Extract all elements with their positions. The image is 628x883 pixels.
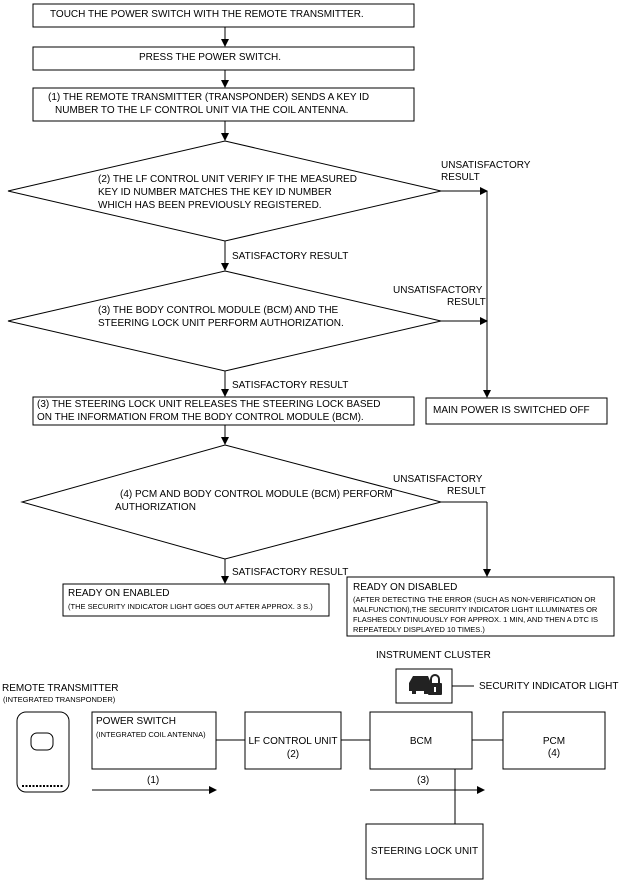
touch-text: TOUCH THE POWER SWITCH WITH THE REMOTE T… <box>50 9 364 20</box>
decision2-text-1: (2) THE LF CONTROL UNIT VERIFY IF THE ME… <box>98 174 357 185</box>
ready-disabled-box <box>346 576 615 637</box>
lf-unit-label: LF CONTROL UNIT <box>248 736 338 747</box>
signal-3-label: (3) <box>417 775 430 786</box>
ready-disabled-title: READY ON DISABLED <box>353 582 458 593</box>
main-power-off-box <box>425 397 608 425</box>
decision4-text-1: (4) PCM AND BODY CONTROL MODULE (BCM) PE… <box>120 489 393 500</box>
main-power-off-text: MAIN POWER IS SWITCHED OFF <box>433 405 590 416</box>
ready-disabled-note-3: FLASHES CONTINUOUSLY FOR APPROX. 1 MIN, … <box>353 615 599 624</box>
unsatisfactory-label-1b: RESULT <box>441 172 480 183</box>
power-switch-label: POWER SWITCH <box>96 716 176 727</box>
remote-label: REMOTE TRANSMITTER <box>2 683 119 694</box>
step1-text-1: (1) THE REMOTE TRANSMITTER (TRANSPONDER)… <box>48 92 370 103</box>
satisfactory-label-3: SATISFACTORY RESULT <box>232 567 349 578</box>
signal-1-label: (1) <box>147 775 160 786</box>
ready-enabled-box <box>62 583 330 617</box>
press-text: PRESS THE POWER SWITCH. <box>139 52 282 63</box>
ready-disabled-note-2: MALFUNCTION),THE SECURITY INDICATOR LIGH… <box>353 605 598 614</box>
decision2-text-3: WHICH HAS BEEN PREVIOUSLY REGISTERED. <box>98 200 322 211</box>
decision2-text-2: KEY ID NUMBER MATCHES THE KEY ID NUMBER <box>98 187 332 198</box>
unsatisfactory-label-1a: UNSATISFACTORY <box>441 160 531 171</box>
remote-sub-label: (INTEGRATED TRANSPONDER) <box>3 695 116 704</box>
security-light-label: SECURITY INDICATOR LIGHT <box>479 681 619 692</box>
decision3-text-2: STEERING LOCK UNIT PERFORM AUTHORIZATION… <box>98 318 344 329</box>
steering-release-text-1: (3) THE STEERING LOCK UNIT RELEASES THE … <box>37 399 381 410</box>
steering-lock-box <box>365 823 484 880</box>
satisfactory-label-1: SATISFACTORY RESULT <box>232 251 349 262</box>
remote-button <box>30 732 54 751</box>
press-box <box>32 46 415 71</box>
decision4-diamond <box>20 444 443 560</box>
touch-box <box>32 3 415 28</box>
car-lock-icon <box>409 674 442 695</box>
ready-enabled-note: (THE SECURITY INDICATOR LIGHT GOES OUT A… <box>68 602 313 611</box>
steering-release-text-2: ON THE INFORMATION FROM THE BODY CONTROL… <box>37 412 364 423</box>
ready-disabled-note-4: REPEATEDLY DISPLAYED 10 TIMES.) <box>353 625 485 634</box>
remote-transmitter <box>16 711 70 793</box>
ready-disabled-note-1: (AFTER DETECTING THE ERROR (SUCH AS NON-… <box>353 595 596 604</box>
steering-lock-label: STEERING LOCK UNIT <box>370 846 479 857</box>
satisfactory-label-2: SATISFACTORY RESULT <box>232 380 349 391</box>
power-switch-sub-label: (INTEGRATED COIL ANTENNA) <box>96 730 206 739</box>
pcm-number: (4) <box>547 748 561 759</box>
decision3-text-1: (3) THE BODY CONTROL MODULE (BCM) AND TH… <box>98 305 339 316</box>
bcm-label: BCM <box>409 736 433 747</box>
cluster-label: INSTRUMENT CLUSTER <box>376 650 491 661</box>
step1-box <box>32 87 415 122</box>
unsatisfactory-label-2a: UNSATISFACTORY <box>393 285 483 296</box>
unsatisfactory-label-2b: RESULT <box>447 297 486 308</box>
ready-enabled-title: READY ON ENABLED <box>68 588 170 599</box>
decision4-text-2: AUTHORIZATION <box>115 502 196 513</box>
lf-unit-number: (2) <box>286 749 300 760</box>
unsatisfactory-label-3a: UNSATISFACTORY <box>393 474 483 485</box>
steering-release-box <box>32 396 415 426</box>
pcm-label: PCM <box>542 736 566 747</box>
step1-text-2: NUMBER TO THE LF CONTROL UNIT VIA THE CO… <box>55 105 349 116</box>
unsatisfactory-label-3b: RESULT <box>447 486 486 497</box>
